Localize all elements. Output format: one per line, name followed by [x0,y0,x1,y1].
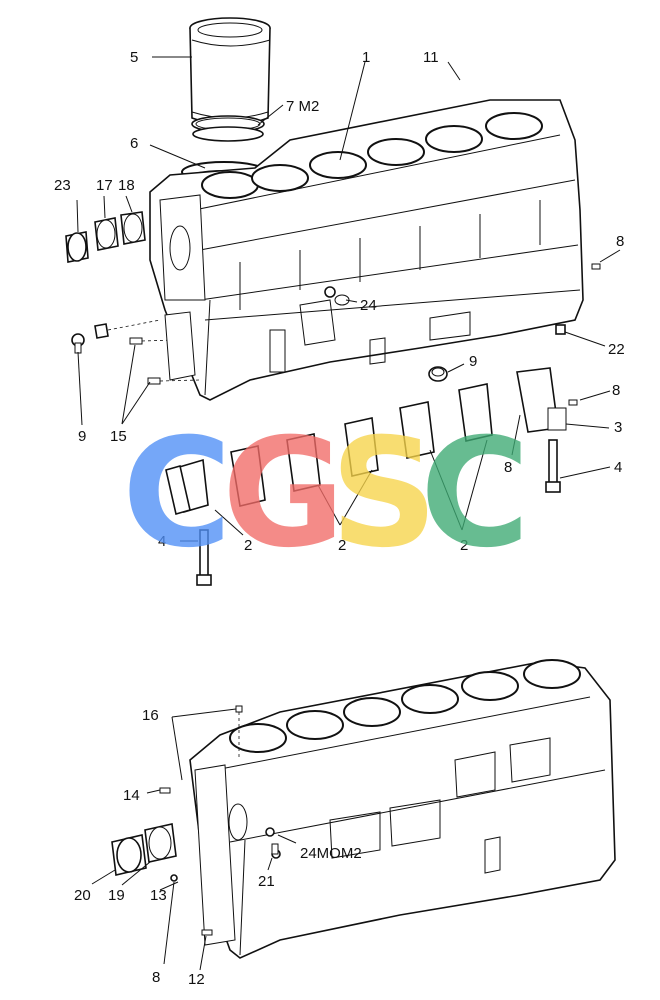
watermark-letter-s: S [330,407,438,581]
label-part-24-upper: 24 [360,297,377,314]
label-part-3: 3 [614,419,622,436]
label-part-20: 20 [74,887,91,904]
label-part-18: 18 [118,177,135,194]
leader-lines [76,56,621,971]
label-part-13: 13 [150,887,167,904]
label-part-22: 22 [608,341,625,358]
label-part-17: 17 [96,177,113,194]
cylinder-liner [189,17,271,126]
label-part-1: 1 [362,49,370,66]
camshaft-bushes-upper [65,211,146,263]
label-part-12: 12 [188,971,205,988]
label-part-2-left: 2 [244,537,252,554]
center-fittings [324,286,448,382]
label-part-15: 15 [110,428,127,445]
label-part-8-right-upper: 8 [616,233,624,250]
main-bearing-bolts [196,439,561,586]
upper-exploded-view [65,17,601,586]
label-part-7: 7 M2 [286,98,319,115]
label-part-6: 6 [130,135,138,152]
watermark-letter-c2: C [420,407,530,581]
label-part-4-left: 4 [158,533,166,550]
label-part-23: 23 [54,177,71,194]
label-part-9-center: 9 [469,353,477,370]
label-part-19: 19 [108,887,125,904]
label-part-8-lower: 8 [152,969,160,986]
label-part-11: 11 [423,49,439,66]
engine-block-upper [149,99,584,401]
label-part-14: 14 [123,787,140,804]
watermark-letter-g: G [222,407,345,581]
label-part-16: 16 [142,707,159,724]
small-parts-lower [159,705,281,936]
lower-engine-block-view [111,659,616,959]
label-part-8-cap: 8 [504,459,512,476]
label-part-4-right: 4 [614,459,622,476]
main-bearing-caps [165,367,567,516]
pins-right [555,263,601,406]
watermark-letter-c1: C [122,407,232,581]
label-part-8-right-mid: 8 [612,382,620,399]
label-part-5: 5 [130,49,138,66]
label-part-2-center: 2 [338,537,346,554]
label-part-24-mom2: 24MOM2 [300,845,362,862]
camshaft-bushes-lower [111,823,177,876]
cgsc-watermark: C G S C [122,407,530,581]
callout-labels: 5 7 M2 6 1 11 23 17 18 8 24 22 9 8 3 4 8… [54,49,625,988]
small-parts-left [71,311,201,385]
label-part-21: 21 [258,873,275,890]
label-part-2-right: 2 [460,537,468,554]
seal-rings [191,115,265,142]
label-part-9-left: 9 [78,428,86,445]
